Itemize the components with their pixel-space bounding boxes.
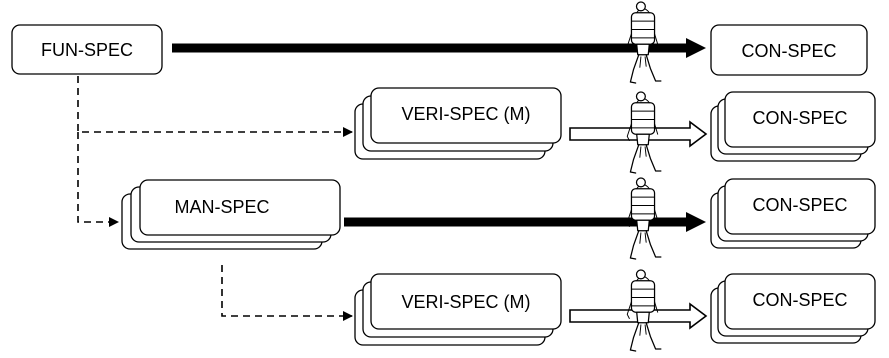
dashed-connector-man-to-veri	[221, 265, 353, 321]
con-spec-node-2: CON-SPEC	[710, 91, 876, 162]
solid-arrow-row1	[172, 38, 706, 58]
veri-spec-label-top: VERI-SPEC (M)	[401, 104, 530, 124]
con-spec-label-4: CON-SPEC	[752, 290, 847, 310]
con-spec-node-3: CON-SPEC	[710, 178, 876, 249]
fun-spec-node: FUN-SPEC	[11, 24, 163, 75]
veri-spec-node-top: VERI-SPEC (M)	[354, 87, 562, 160]
dashed-connector-fun-to-man	[77, 132, 119, 227]
man-spec-label: MAN-SPEC	[174, 197, 269, 217]
person-carrying-load-icon	[626, 1, 662, 84]
con-spec-label-2: CON-SPEC	[752, 108, 847, 128]
veri-spec-node-bottom: VERI-SPEC (M)	[354, 273, 562, 346]
con-spec-node-4: CON-SPEC	[710, 273, 876, 344]
fun-spec-label: FUN-SPEC	[41, 40, 133, 60]
veri-spec-label-bottom: VERI-SPEC (M)	[401, 292, 530, 312]
con-spec-node-1: CON-SPEC	[710, 24, 868, 76]
con-spec-label-3: CON-SPEC	[752, 195, 847, 215]
con-spec-label-1: CON-SPEC	[741, 41, 836, 61]
man-spec-node: MAN-SPEC	[121, 179, 341, 250]
solid-arrow-row3	[344, 212, 706, 232]
dashed-connector-fun-to-veri	[77, 76, 353, 137]
